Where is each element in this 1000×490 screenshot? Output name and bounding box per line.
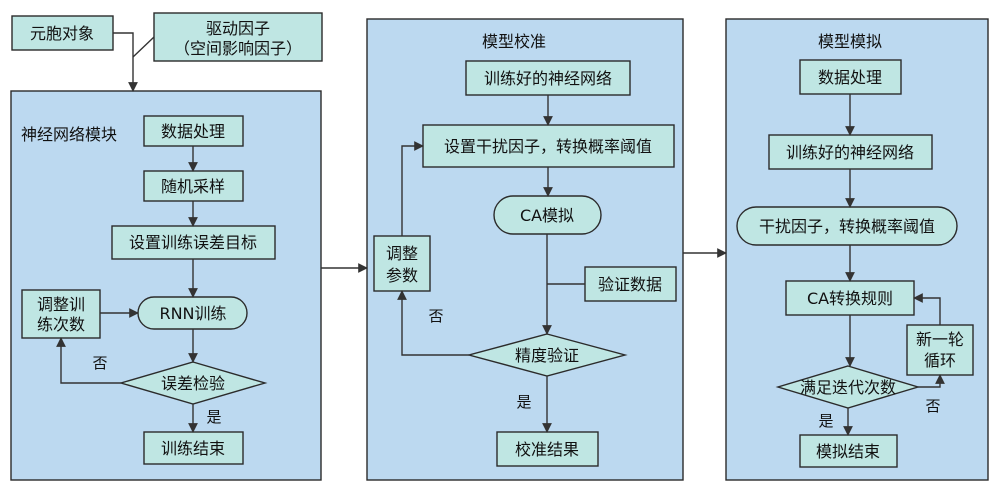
adjust-epochs-label-2: 练次数 bbox=[37, 315, 85, 334]
set-disturbance-label: 设置干扰因子，转换概率阈值 bbox=[444, 137, 652, 156]
nn-module-panel bbox=[10, 90, 322, 481]
edge-cell-to-module bbox=[113, 32, 138, 92]
adjust-epochs-label-1: 调整训 bbox=[37, 295, 85, 314]
cal-trained-nn-label: 训练好的神经网络 bbox=[484, 69, 612, 88]
sim-no-label: 否 bbox=[925, 397, 940, 415]
calibration-end-label: 校准结果 bbox=[515, 440, 579, 459]
edge-sim-no bbox=[918, 374, 945, 388]
edge-cal-no bbox=[397, 290, 469, 356]
driving-factor-label: 驱动因子 bbox=[206, 19, 270, 38]
nn-module-title: 神经网络模块 bbox=[21, 125, 117, 144]
training-end-node bbox=[143, 431, 244, 465]
new-cycle-label-1: 新一轮 bbox=[916, 330, 964, 349]
iteration-check-label: 满足迭代次数 bbox=[800, 378, 896, 397]
ca-simulation-label: CA模拟 bbox=[520, 206, 574, 225]
accuracy-check-label: 精度验证 bbox=[515, 346, 579, 365]
sim-yes-label: 是 bbox=[818, 412, 833, 430]
cal-no-label: 否 bbox=[428, 307, 443, 325]
edge-factor-join bbox=[132, 36, 155, 58]
driving-factor-sub-label: （空间影响因子） bbox=[174, 39, 302, 58]
calibration-title: 模型校准 bbox=[482, 32, 546, 51]
simulation-title: 模型模拟 bbox=[818, 32, 882, 51]
validation-data-label: 验证数据 bbox=[598, 275, 662, 294]
cal-trained-nn-node bbox=[465, 60, 631, 96]
nn-yes-label: 是 bbox=[206, 408, 221, 426]
adjust-params-label-2: 参数 bbox=[386, 266, 418, 285]
cal-yes-label: 是 bbox=[516, 393, 531, 411]
random-sampling-node bbox=[143, 170, 244, 202]
adjust-epochs-node bbox=[21, 289, 101, 339]
edge-cal-loop bbox=[401, 141, 424, 236]
cell-object-node bbox=[11, 15, 114, 51]
calibration-end-node bbox=[496, 431, 599, 467]
edge-sim-loop bbox=[913, 293, 941, 325]
rnn-training-label: RNN训练 bbox=[159, 304, 226, 323]
adjust-params-label-1: 调整 bbox=[386, 244, 418, 263]
sim-data-processing-label: 数据处理 bbox=[818, 68, 882, 87]
random-sampling-label: 随机采样 bbox=[161, 177, 225, 196]
validation-data-node bbox=[584, 266, 677, 302]
simulation-end-label: 模拟结束 bbox=[816, 442, 880, 461]
set-error-target-label: 设置训练误差目标 bbox=[129, 233, 257, 252]
edge-nn-no bbox=[56, 337, 121, 384]
new-cycle-label-2: 循环 bbox=[924, 351, 956, 370]
simulation-end-node bbox=[799, 434, 898, 468]
error-check-label: 误差检验 bbox=[161, 374, 225, 393]
training-end-label: 训练结束 bbox=[161, 439, 225, 458]
nn-no-label: 否 bbox=[92, 354, 107, 372]
ca-rules-label: CA转换规则 bbox=[807, 289, 893, 308]
cell-object-label: 元胞对象 bbox=[30, 24, 94, 43]
nn-data-processing-label: 数据处理 bbox=[161, 122, 225, 141]
sim-trained-nn-label: 训练好的神经网络 bbox=[786, 143, 914, 162]
driving-factor-node bbox=[153, 12, 323, 62]
sim-disturbance-label: 干扰因子，转换概率阈值 bbox=[759, 217, 935, 236]
